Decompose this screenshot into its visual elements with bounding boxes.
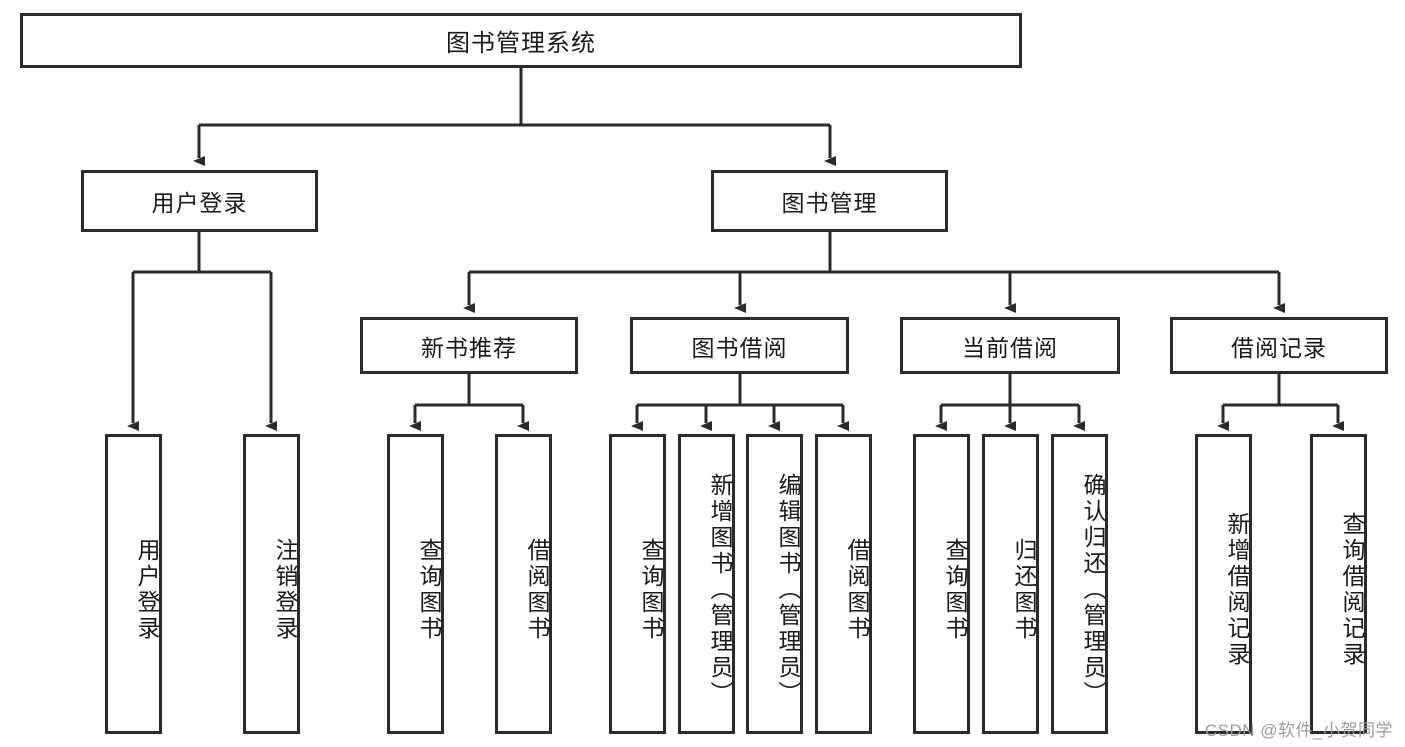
node-leaf-query-record-label: 查询借阅记录 bbox=[1339, 512, 1365, 668]
node-leaf-borrow-book-2-label: 借阅图书 bbox=[844, 538, 870, 642]
node-borrow-record[interactable]: 借阅记录 bbox=[1170, 317, 1388, 374]
node-leaf-query-book-2[interactable]: 查询图书 bbox=[609, 434, 666, 734]
node-current-borrow-label: 当前借阅 bbox=[962, 334, 1058, 361]
node-leaf-return-book-label: 归还图书 bbox=[1011, 538, 1037, 642]
node-current-borrow[interactable]: 当前借阅 bbox=[900, 317, 1120, 374]
node-book-management-label: 图书管理 bbox=[781, 190, 878, 216]
node-leaf-user-logout-label: 注销登录 bbox=[272, 538, 298, 642]
node-leaf-confirm-return-label: 确认归还（管理员） bbox=[1080, 473, 1106, 707]
node-leaf-add-record[interactable]: 新增借阅记录 bbox=[1195, 434, 1252, 734]
node-leaf-borrow-book-1[interactable]: 借阅图书 bbox=[495, 434, 552, 734]
node-root-label: 图书管理系统 bbox=[446, 30, 596, 57]
node-user-login[interactable]: 用户登录 bbox=[81, 170, 318, 232]
node-leaf-edit-book[interactable]: 编辑图书（管理员） bbox=[746, 434, 803, 734]
node-leaf-query-book-1[interactable]: 查询图书 bbox=[387, 434, 444, 734]
node-leaf-query-book-1-label: 查询图书 bbox=[416, 538, 442, 642]
node-leaf-add-record-label: 新增借阅记录 bbox=[1224, 512, 1250, 668]
node-leaf-edit-book-label: 编辑图书（管理员） bbox=[775, 473, 801, 707]
node-leaf-return-book[interactable]: 归还图书 bbox=[982, 434, 1039, 734]
node-book-borrow-label: 图书借阅 bbox=[691, 334, 788, 361]
node-leaf-query-book-2-label: 查询图书 bbox=[638, 538, 664, 642]
node-new-book-recommend-label: 新书推荐 bbox=[421, 334, 517, 361]
node-leaf-add-book[interactable]: 新增图书（管理员） bbox=[678, 434, 735, 734]
node-leaf-user-logout[interactable]: 注销登录 bbox=[243, 434, 300, 734]
node-leaf-query-record[interactable]: 查询借阅记录 bbox=[1310, 434, 1367, 734]
node-leaf-add-book-label: 新增图书（管理员） bbox=[707, 473, 733, 707]
node-leaf-query-book-3-label: 查询图书 bbox=[942, 538, 968, 642]
node-book-borrow[interactable]: 图书借阅 bbox=[630, 317, 849, 374]
node-user-login-label: 用户登录 bbox=[151, 190, 248, 216]
node-leaf-user-login-label: 用户登录 bbox=[134, 538, 160, 642]
node-root[interactable]: 图书管理系统 bbox=[20, 13, 1022, 68]
node-book-management[interactable]: 图书管理 bbox=[711, 170, 948, 232]
node-leaf-user-login[interactable]: 用户登录 bbox=[105, 434, 162, 734]
node-borrow-record-label: 借阅记录 bbox=[1231, 334, 1327, 361]
node-leaf-confirm-return[interactable]: 确认归还（管理员） bbox=[1051, 434, 1108, 734]
node-leaf-borrow-book-1-label: 借阅图书 bbox=[524, 538, 550, 642]
node-new-book-recommend[interactable]: 新书推荐 bbox=[360, 317, 578, 374]
node-leaf-query-book-3[interactable]: 查询图书 bbox=[913, 434, 970, 734]
node-leaf-borrow-book-2[interactable]: 借阅图书 bbox=[815, 434, 872, 734]
